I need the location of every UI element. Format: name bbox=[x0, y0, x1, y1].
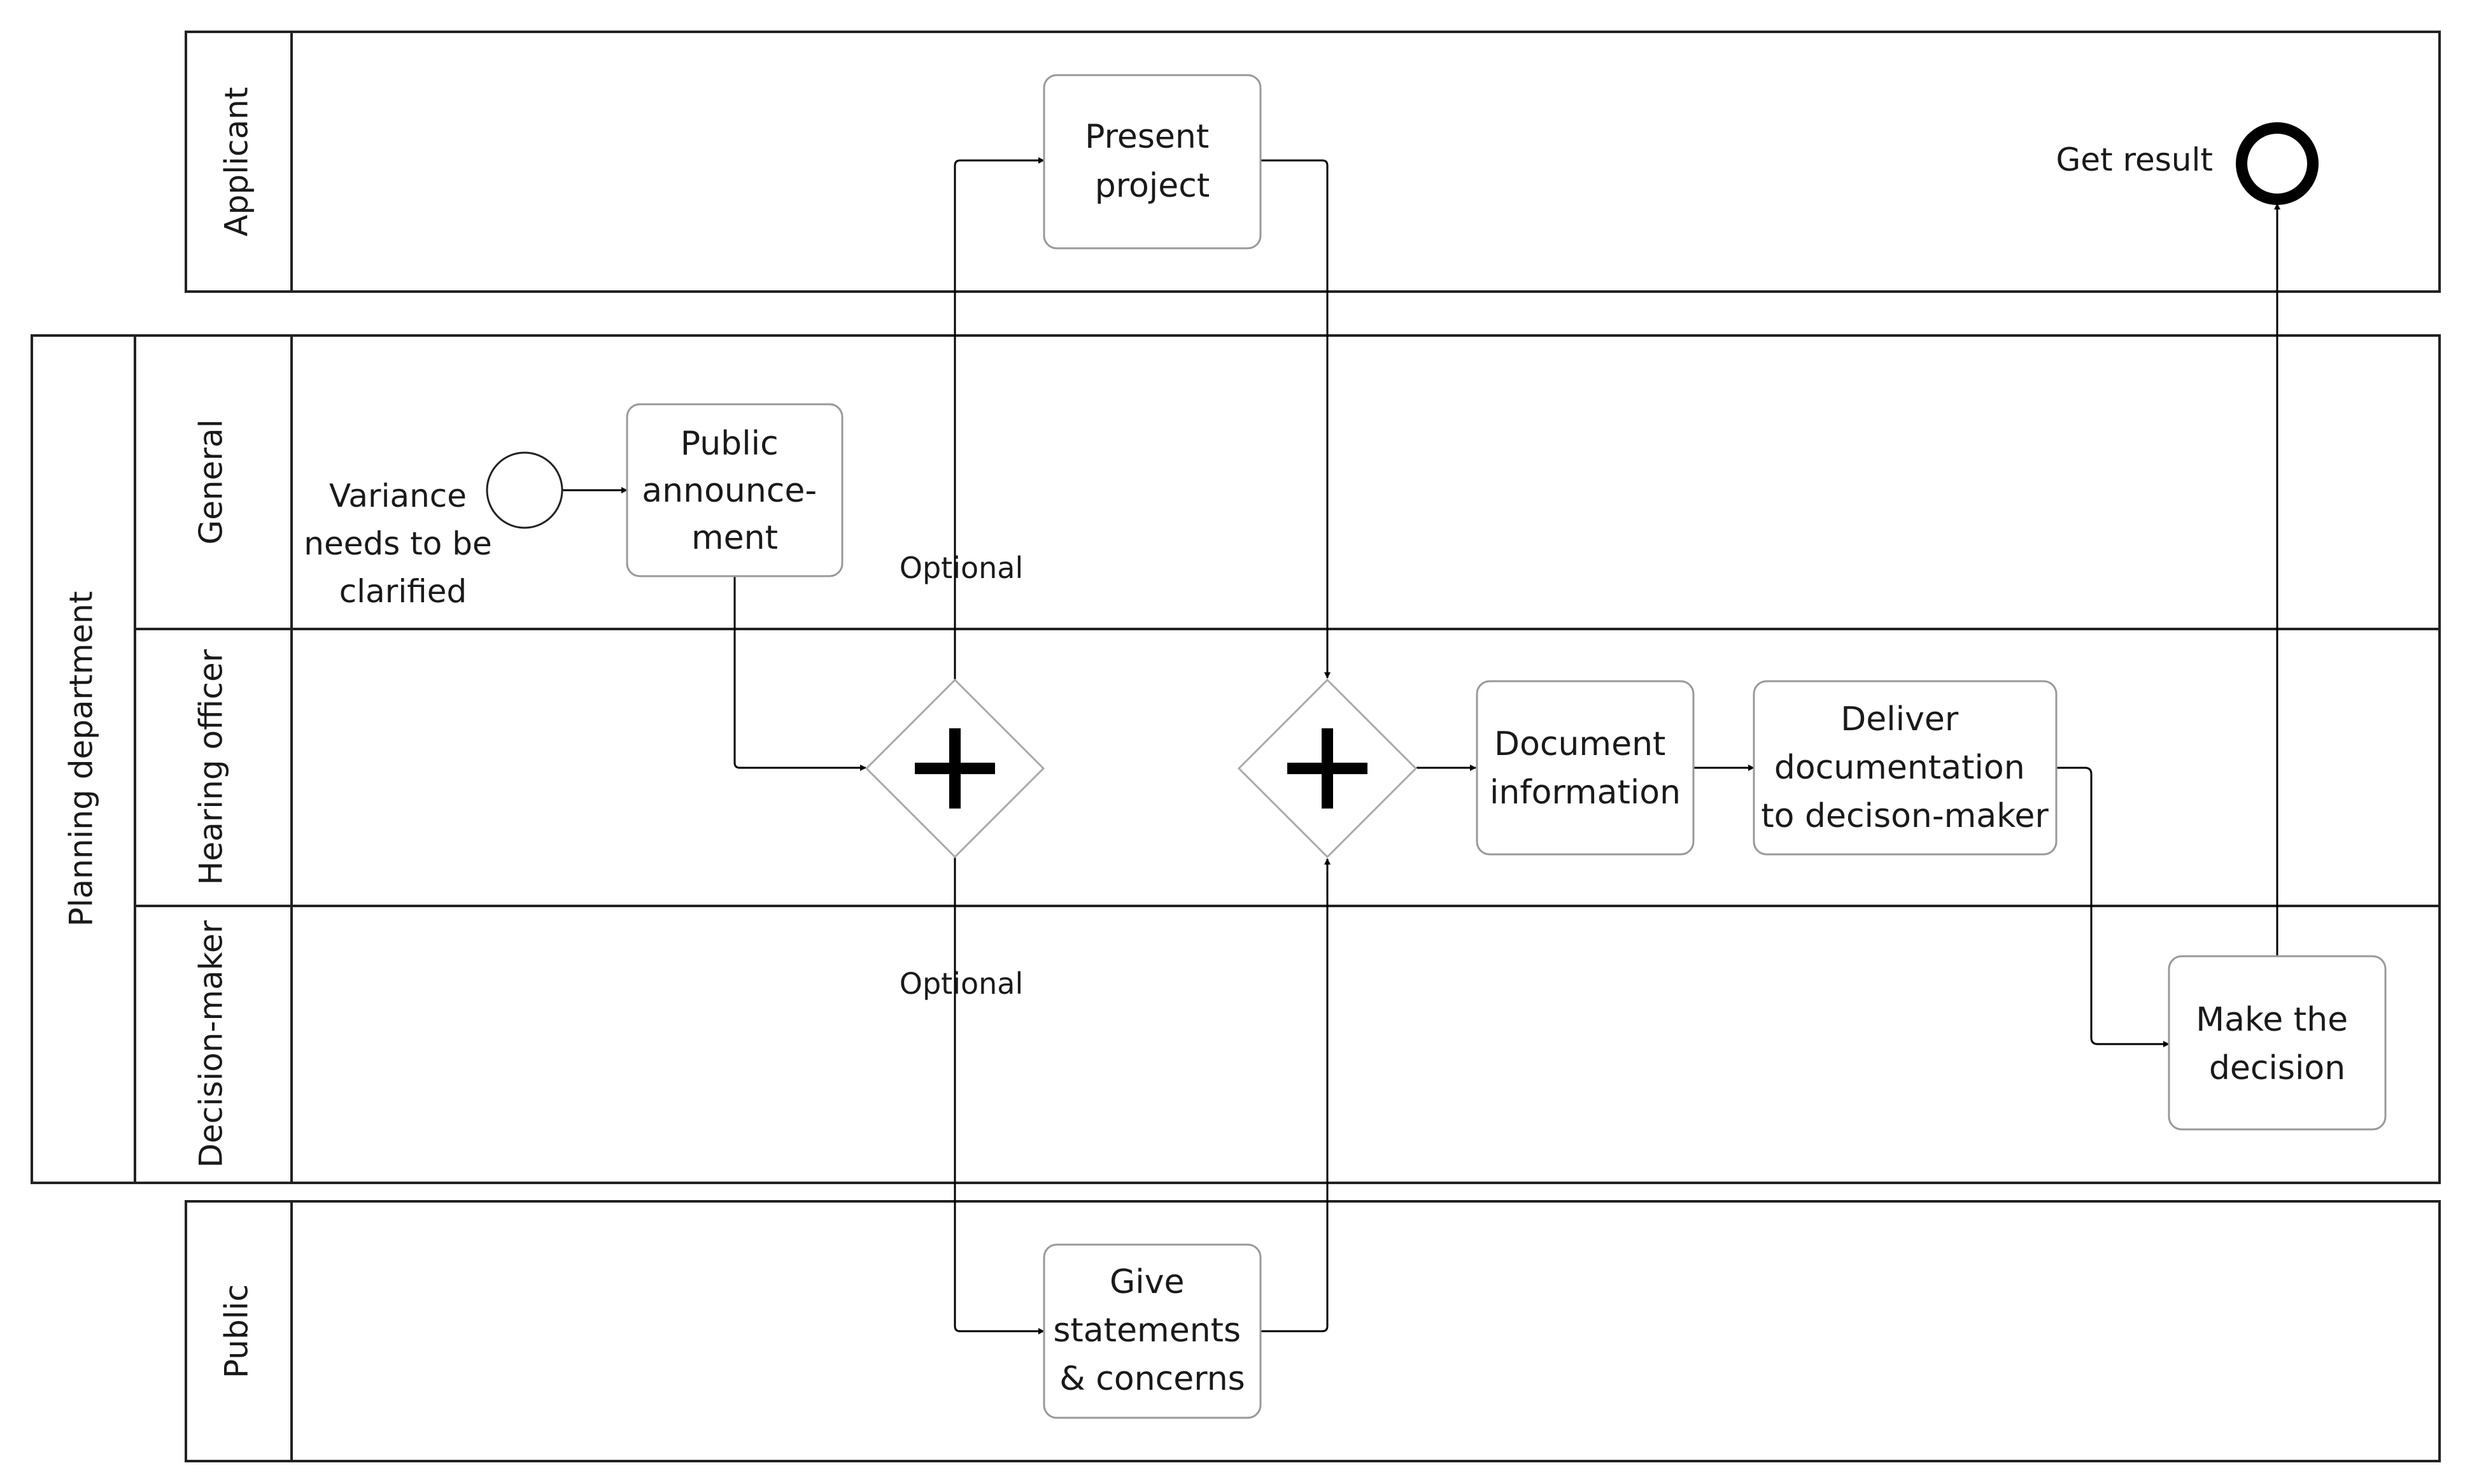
start-event[interactable] bbox=[486, 451, 563, 529]
flow-give-statements-to-join bbox=[1261, 858, 1331, 1332]
parallel-gateway-join[interactable] bbox=[1237, 678, 1418, 859]
task-label-line: announce- bbox=[642, 472, 817, 510]
task-label-line: Present bbox=[1085, 118, 1209, 156]
svg-text:Deliver documentation: Deliver documentation to decison-maker bbox=[1761, 700, 2049, 835]
svg-text:Public announce- m: Public announce- ment bbox=[642, 425, 827, 557]
planning-department-pool: Planning department General Hearing offi… bbox=[31, 334, 2441, 1184]
plus-icon bbox=[915, 728, 995, 809]
task-label-line: Public bbox=[681, 425, 779, 463]
task-label-line: to decison-maker bbox=[1761, 797, 2049, 835]
start-event-label: Variance needs to be clarified bbox=[304, 477, 502, 610]
applicant-pool-label: Applicant bbox=[218, 87, 255, 237]
planning-department-pool-label: Planning department bbox=[63, 591, 100, 926]
end-event-label: Get result bbox=[2056, 141, 2213, 178]
flow-deliver-to-make-decision bbox=[2056, 767, 2170, 1047]
task-label-line: Give bbox=[1110, 1263, 1185, 1301]
flow-announcement-to-split bbox=[733, 576, 866, 771]
end-event[interactable] bbox=[2236, 122, 2319, 205]
task-label-line: Deliver bbox=[1840, 700, 1959, 738]
task-label-line: documentation bbox=[1774, 749, 2025, 787]
task-give-statements[interactable]: Give statements & concerns bbox=[1043, 1243, 1262, 1419]
start-event-label-line: clarified bbox=[339, 573, 467, 610]
task-label-line: & concerns bbox=[1059, 1360, 1245, 1398]
start-event-label-line: needs to be bbox=[304, 525, 491, 562]
svg-text:Give statements &: Give statements & concerns bbox=[1053, 1263, 1251, 1398]
applicant-pool: Applicant bbox=[185, 31, 2441, 293]
svg-text:Present project: Present project bbox=[1085, 118, 1220, 205]
lane-label-general: General bbox=[193, 419, 230, 544]
svg-text:Make the decision: Make the decision bbox=[2196, 1001, 2358, 1087]
task-public-announcement[interactable]: Public announce- ment bbox=[626, 403, 844, 577]
sequence-flows bbox=[563, 157, 2280, 1334]
lane-label-decision-maker: Decision-maker bbox=[193, 920, 230, 1168]
flow-present-project-to-join bbox=[1261, 159, 1331, 679]
task-document-information[interactable]: Document information bbox=[1476, 680, 1695, 856]
task-present-project[interactable]: Present project bbox=[1043, 74, 1262, 250]
flow-label-optional-lower: Optional bbox=[900, 966, 1024, 1001]
plus-icon bbox=[1287, 728, 1367, 809]
flow-split-to-give-statements bbox=[954, 857, 1045, 1334]
task-label-line: statements bbox=[1053, 1311, 1241, 1350]
public-pool-label: Public bbox=[218, 1284, 255, 1378]
task-label-line: Make the bbox=[2196, 1001, 2348, 1039]
public-pool: Public bbox=[185, 1200, 2441, 1462]
start-event-label-line: Variance bbox=[329, 477, 467, 514]
task-deliver-documentation[interactable]: Deliver documentation to decison-maker bbox=[1753, 680, 2058, 856]
task-label-line: Document bbox=[1494, 725, 1665, 763]
task-label-line: decision bbox=[2209, 1049, 2345, 1087]
task-make-decision[interactable]: Make the decision bbox=[2168, 955, 2387, 1131]
svg-text:Document information: Document information bbox=[1490, 725, 1681, 812]
flow-label-optional-upper: Optional bbox=[900, 551, 1024, 585]
task-label-line: ment bbox=[691, 519, 778, 557]
task-label-line: information bbox=[1490, 774, 1681, 812]
flow-split-to-present-project bbox=[954, 157, 1045, 680]
task-label-line: project bbox=[1095, 167, 1210, 205]
lane-label-hearing-officer: Hearing officer bbox=[193, 649, 230, 885]
parallel-gateway-split[interactable] bbox=[865, 678, 1045, 859]
